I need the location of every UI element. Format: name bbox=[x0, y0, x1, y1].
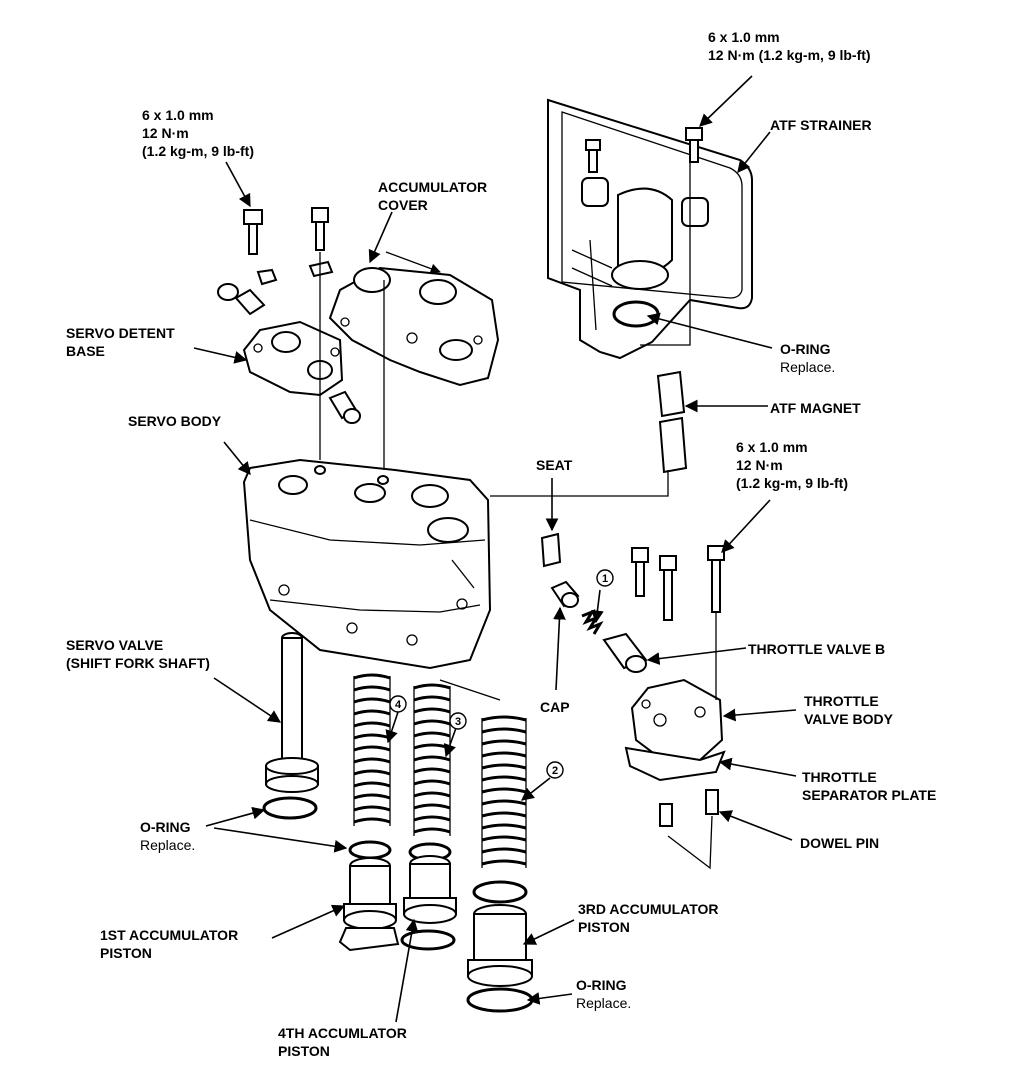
label-fourth-accumulator-piston: 4TH ACCUMLATOR PISTON bbox=[278, 1024, 407, 1060]
label-accumulator-cover: ACCUMULATOR COVER bbox=[378, 178, 487, 214]
throttle-separator-plate-line2: SEPARATOR PLATE bbox=[802, 787, 937, 803]
4th-accumulator-piston bbox=[403, 855, 457, 924]
bolt-mid-right-spec: 6 x 1.0 mm bbox=[736, 439, 808, 455]
label-throttle-valve-body: THROTTLE VALVE BODY bbox=[804, 692, 893, 728]
o-ring-3rd-piston bbox=[472, 880, 528, 904]
label-first-accumulator-piston: 1ST ACCUMULATOR PISTON bbox=[100, 926, 238, 962]
dowel-pin-left bbox=[659, 803, 673, 827]
label-third-accumulator-piston: 3RD ACCUMULATOR PISTON bbox=[578, 900, 719, 936]
bolt-servo-right bbox=[311, 207, 329, 251]
servo-body bbox=[242, 458, 492, 670]
o-ring-4th-lower bbox=[400, 929, 456, 951]
3rd-accumulator-piston bbox=[467, 904, 533, 987]
first-piston-line1: 1ST ACCUMULATOR bbox=[100, 927, 239, 943]
servo-valve-line1: SERVO VALVE bbox=[66, 637, 164, 653]
label-atf-strainer: ATF STRAINER bbox=[770, 117, 872, 133]
label-seat: SEAT bbox=[536, 457, 573, 473]
third-piston-line1: 3RD ACCUMULATOR bbox=[578, 901, 719, 917]
label-o-ring-left: O-RING Replace. bbox=[140, 818, 195, 854]
o-ring-left-name: O-RING bbox=[140, 819, 191, 835]
fourth-piston-line1: 4TH ACCUMLATOR bbox=[278, 1025, 407, 1041]
throttle-valve-body-line2: VALVE BODY bbox=[804, 711, 893, 727]
svg-text:2: 2 bbox=[552, 765, 558, 777]
label-cap: CAP bbox=[540, 699, 570, 715]
bolt-throttle-1 bbox=[631, 547, 649, 597]
callout-3: 3 bbox=[449, 712, 467, 730]
servo-detent-base-line2: BASE bbox=[66, 343, 105, 359]
throttle-valve-body bbox=[630, 678, 724, 762]
label-bolt-top-right: 6 x 1.0 mm 12 N·m (1.2 kg-m, 9 lb-ft) bbox=[708, 28, 871, 64]
svg-text:1: 1 bbox=[602, 573, 608, 585]
fourth-piston-line2: PISTON bbox=[278, 1043, 330, 1059]
o-ring-left-note: Replace. bbox=[140, 837, 196, 853]
cap bbox=[550, 580, 580, 608]
label-servo-body: SERVO BODY bbox=[128, 413, 222, 429]
clip-top bbox=[256, 268, 278, 286]
o-ring-bottom-note: Replace. bbox=[576, 995, 632, 1011]
servo-valve bbox=[265, 632, 319, 793]
accumulator-cover bbox=[328, 266, 500, 387]
servo-valve-line2: (SHIFT FORK SHAFT) bbox=[66, 655, 210, 671]
bolt-servo-left bbox=[243, 209, 263, 255]
1st-accumulator-piston bbox=[343, 857, 397, 930]
label-bolt-mid-right: 6 x 1.0 mm 12 N·m (1.2 kg-m, 9 lb-ft) bbox=[736, 438, 848, 492]
spring-2 bbox=[481, 715, 527, 868]
seat bbox=[540, 532, 562, 568]
label-servo-valve: SERVO VALVE (SHIFT FORK SHAFT) bbox=[66, 636, 210, 672]
atf-strainer bbox=[547, 98, 753, 360]
bolt-mid-right-torque: 12 N·m bbox=[736, 457, 783, 473]
spring-3 bbox=[413, 683, 451, 836]
callout-1: 1 bbox=[596, 569, 614, 587]
o-ring-servo-valve bbox=[262, 796, 318, 820]
svg-text:3: 3 bbox=[455, 716, 461, 728]
leader-lines bbox=[193, 75, 797, 1023]
guide-lines bbox=[319, 160, 717, 870]
1st-piston-gasket bbox=[338, 927, 400, 952]
callout-4: 4 bbox=[389, 695, 407, 713]
throttle-valve-b bbox=[602, 632, 648, 673]
third-piston-line2: PISTON bbox=[578, 919, 630, 935]
label-dowel-pin: DOWEL PIN bbox=[800, 835, 880, 851]
bolt-throttle-3 bbox=[707, 545, 725, 613]
throttle-valve-body-line1: THROTTLE bbox=[804, 693, 879, 709]
throttle-separator-plate-line1: THROTTLE bbox=[802, 769, 877, 785]
svg-text:4: 4 bbox=[395, 699, 402, 711]
label-o-ring-bottom: O-RING Replace. bbox=[576, 976, 631, 1012]
bolt-throttle-2 bbox=[659, 555, 677, 621]
bolt-strainer-right bbox=[685, 127, 703, 163]
dowel-pin-right bbox=[705, 789, 719, 815]
o-ring-top-note: Replace. bbox=[780, 359, 836, 375]
o-ring-1st-piston bbox=[348, 840, 392, 860]
accumulator-cover-line1: ACCUMULATOR bbox=[378, 179, 488, 195]
first-piston-line2: PISTON bbox=[100, 945, 152, 961]
servo-detent-base bbox=[242, 320, 344, 397]
spring-4 bbox=[353, 673, 391, 826]
washer-servo bbox=[308, 260, 334, 278]
label-o-ring-top: O-RING Replace. bbox=[780, 340, 835, 376]
bolt-mid-right-alt: (1.2 kg-m, 9 lb-ft) bbox=[736, 475, 849, 491]
throttle-separator-plate bbox=[624, 746, 726, 782]
callout-2: 2 bbox=[546, 761, 564, 779]
o-ring-top-name: O-RING bbox=[780, 341, 831, 357]
label-throttle-separator-plate: THROTTLE SEPARATOR PLATE bbox=[802, 768, 936, 804]
label-servo-detent-base: SERVO DETENT BASE bbox=[66, 324, 175, 360]
o-ring-3rd-lower bbox=[466, 987, 534, 1013]
bolt-top-left-spec: 6 x 1.0 mm bbox=[142, 107, 214, 123]
detent-roller-bottom bbox=[328, 390, 361, 424]
bolt-top-right-torque: 12 N·m (1.2 kg-m, 9 lb-ft) bbox=[708, 47, 871, 63]
servo-detent-base-line1: SERVO DETENT bbox=[66, 325, 175, 341]
label-throttle-valve-b: THROTTLE VALVE B bbox=[748, 641, 886, 657]
bolt-top-right-spec: 6 x 1.0 mm bbox=[708, 29, 780, 45]
accumulator-cover-line2: COVER bbox=[378, 197, 428, 213]
atf-magnet bbox=[656, 370, 688, 474]
detent-roller-top bbox=[217, 283, 266, 316]
label-atf-magnet: ATF MAGNET bbox=[770, 400, 861, 416]
o-ring-bottom-name: O-RING bbox=[576, 977, 627, 993]
bolt-top-left-alt: (1.2 kg-m, 9 lb-ft) bbox=[142, 143, 255, 159]
label-bolt-top-left: 6 x 1.0 mm 12 N·m (1.2 kg-m, 9 lb-ft) bbox=[142, 106, 254, 160]
bolt-top-left-torque: 12 N·m bbox=[142, 125, 189, 141]
bolt-strainer-left bbox=[585, 139, 601, 173]
